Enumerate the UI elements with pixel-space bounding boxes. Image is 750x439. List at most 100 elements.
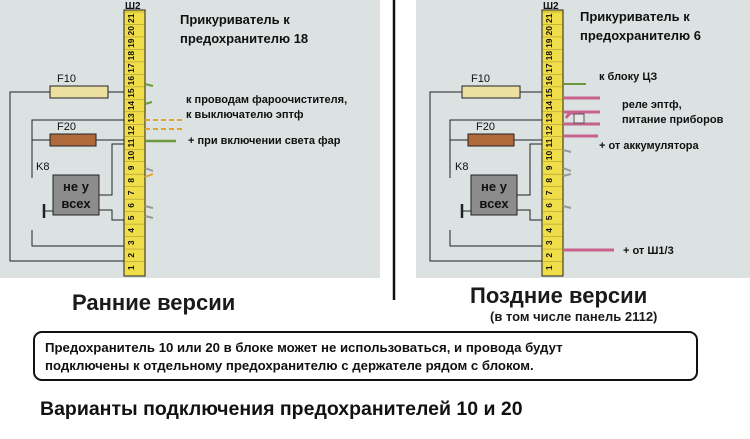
left-return-wire	[9, 175, 124, 262]
connector-pin-label: 21	[544, 13, 554, 23]
right-fuse-f10-label: F10	[471, 73, 490, 85]
connector-pin-label: 18	[126, 51, 136, 61]
right-relay	[470, 174, 518, 216]
connector-pin-label: 11	[544, 138, 554, 147]
main-title: Варианты подключения предохранителей 10 …	[40, 398, 523, 420]
left-fuse-wire	[31, 119, 124, 178]
caption-early-versions: Ранние версии	[72, 290, 236, 315]
right-wire-stub-gray	[562, 149, 572, 153]
connector-pin-label: 19	[126, 38, 136, 48]
connector-pin-label: 20	[544, 26, 554, 36]
right-fuse-wire	[429, 91, 462, 175]
connector-pin-label: 6	[126, 203, 136, 208]
left-annot-headlights: + при включении света фар	[188, 135, 341, 147]
right-annot-battery: + от аккумулятора	[599, 140, 700, 152]
right-connector-label: Ш2	[543, 1, 559, 12]
left-wire-stub-gray	[144, 205, 154, 209]
right-fuse-f20	[467, 133, 515, 147]
connector-pin-label: 8	[126, 178, 136, 183]
connector-pin-label: 18	[544, 51, 554, 61]
connector-pin-label: 16	[544, 76, 554, 86]
connector-pin-label: 17	[544, 63, 554, 73]
right-fuse-f10	[461, 85, 521, 99]
left-annot-washer-line2: к выключателю эптф	[186, 109, 304, 121]
connector-pin-label: 7	[126, 190, 136, 195]
right-fuse-holder-body	[573, 113, 585, 124]
connector-pin-label: 4	[126, 228, 136, 233]
left-wire-stub-green	[144, 83, 154, 87]
left-relay-wire	[99, 143, 124, 196]
connector-pin-label: 13	[544, 113, 554, 123]
connector-pin-label: 15	[126, 88, 136, 98]
note-box: Предохранитель 10 или 20 в блоке может н…	[33, 331, 698, 381]
right-connector	[541, 9, 564, 277]
connector-pin-label: 14	[126, 101, 136, 111]
right-relay-wire	[517, 143, 542, 196]
left-relay-text-line2: всех	[61, 196, 91, 211]
connector-pin-label: 1	[126, 265, 136, 270]
connector-pin-label: 5	[544, 215, 554, 220]
connector-pin-label: 10	[126, 150, 136, 160]
connector-pin-label: 12	[544, 126, 554, 136]
connector-pin-label: 2	[544, 253, 554, 258]
left-fuse-f20-label: F20	[57, 121, 76, 133]
left-connector	[123, 9, 146, 277]
note-line1: Предохранитель 10 или 20 в блоке может н…	[45, 340, 563, 355]
connector-pin-label: 7	[544, 190, 554, 195]
left-wire-stub-green	[144, 101, 153, 105]
connector-pin-label: 11	[126, 138, 136, 147]
left-wire-stub-orange	[144, 173, 154, 178]
right-title-line1: Прикуриватель к	[580, 9, 690, 24]
caption-late-versions-subtitle: (в том числе панель 2112)	[490, 309, 658, 324]
connector-pin-label: 8	[544, 178, 554, 183]
connector-pin-label: 14	[544, 101, 554, 111]
right-annot-cz: к блоку ЦЗ	[599, 71, 657, 83]
right-return-wire	[449, 230, 542, 247]
left-connector-label: Ш2	[125, 1, 141, 12]
connector-pin-label: 5	[126, 215, 136, 220]
connector-pin-label: 15	[544, 88, 554, 98]
connector-pin-label: 9	[544, 165, 554, 170]
connector-pin-label: 1	[544, 265, 554, 270]
connector-pin-label: 21	[126, 13, 136, 23]
left-fuse-f10-label: F10	[57, 73, 76, 85]
caption-late-versions: Поздние версии	[470, 283, 648, 308]
left-relay-label: K8	[36, 161, 49, 173]
connector-pin-label: 9	[126, 165, 136, 170]
right-annot-relay-line2: питание приборов	[622, 114, 724, 126]
left-fuse-f20	[49, 133, 97, 147]
left-title-line1: Прикуриватель к	[180, 12, 290, 27]
connector-pin-label: 2	[126, 253, 136, 258]
left-annot-washer-line1: к проводам фароочистителя,	[186, 94, 347, 106]
right-wire-stub-gray	[562, 167, 572, 172]
left-fuse-wire	[9, 91, 50, 175]
left-title-line2: предохранителю 18	[180, 31, 308, 46]
right-relay-text-line1: не у	[481, 179, 508, 194]
connector-pin-label: 3	[126, 240, 136, 245]
right-relay-label: K8	[455, 161, 468, 173]
left-return-wire	[31, 230, 124, 247]
connector-pin-label: 16	[126, 76, 136, 86]
right-title-line2: предохранителю 6	[580, 28, 701, 43]
right-fuse-f20-label: F20	[476, 121, 495, 133]
right-wire-stub-gray	[562, 173, 572, 177]
right-fuse-wire	[449, 119, 542, 178]
right-return-wire	[429, 175, 542, 262]
left-wire-stub-gray	[144, 215, 154, 219]
connector-pin-label: 3	[544, 240, 554, 245]
right-annot-sh13: + от Ш1/3	[623, 245, 674, 257]
right-relay-wire	[517, 209, 542, 221]
right-wire-stub-gray	[562, 205, 572, 209]
left-relay	[52, 174, 100, 216]
left-wire-stub-gray	[144, 167, 154, 172]
connector-pin-label: 6	[544, 203, 554, 208]
connector-pin-label: 19	[544, 38, 554, 48]
left-fuse-f10	[49, 85, 109, 99]
right-annot-relay-line1: реле эптф,	[622, 99, 682, 111]
connector-pin-label: 13	[126, 113, 136, 123]
